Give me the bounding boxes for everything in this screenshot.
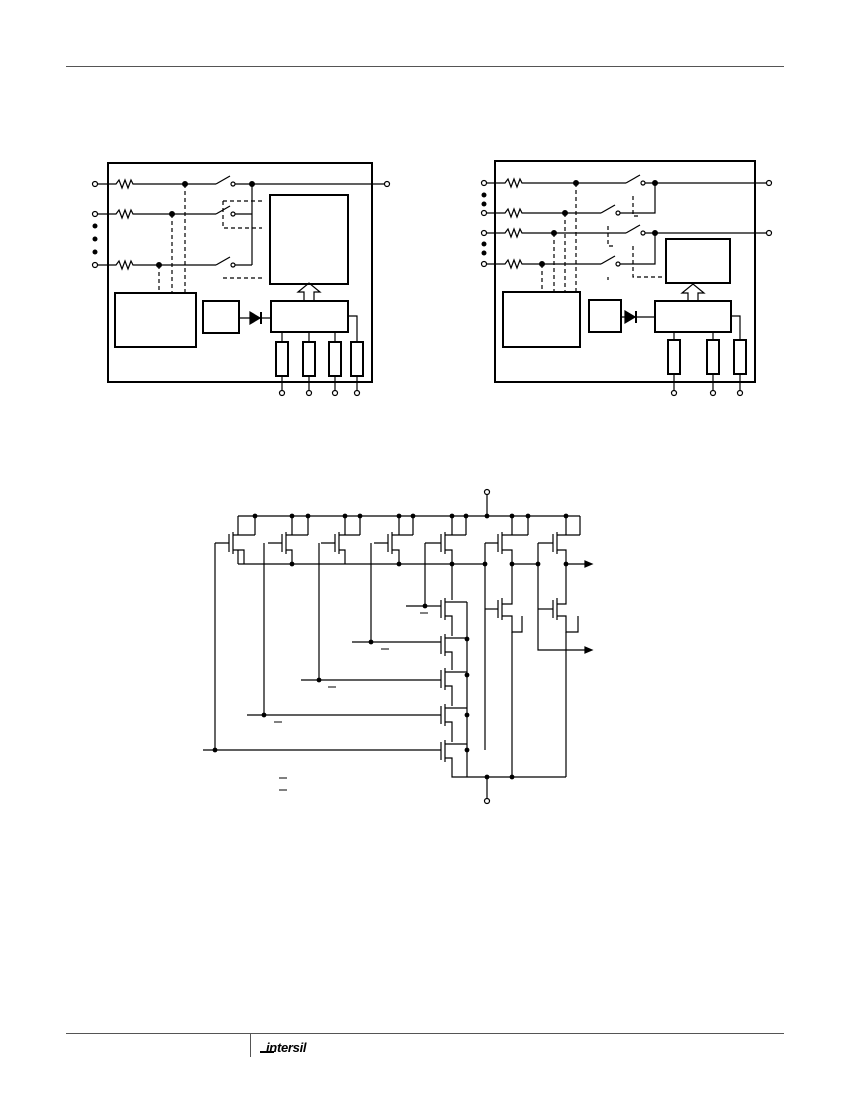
reference-box xyxy=(588,299,622,333)
right-bottom-pins xyxy=(667,315,747,397)
nmos-stack xyxy=(203,564,470,791)
control-box xyxy=(270,300,349,333)
left-ellipsis-dots xyxy=(92,223,98,255)
output-inverters xyxy=(482,516,594,777)
diode-icon xyxy=(249,310,262,326)
reference-box xyxy=(202,300,240,334)
control-box xyxy=(654,300,732,333)
footer-rule xyxy=(66,1033,784,1034)
decoder-box xyxy=(114,292,197,348)
right-input-rows xyxy=(480,174,773,270)
left-control-lines xyxy=(158,184,262,293)
output-terminal xyxy=(383,180,391,188)
right-ellipsis-dots xyxy=(481,192,487,256)
output-arrow-icon xyxy=(584,560,594,568)
ground-terminal xyxy=(483,797,491,805)
up-arrow-icon xyxy=(680,283,706,301)
decoder-box xyxy=(502,291,581,348)
left-chip-outline xyxy=(107,162,373,383)
diode-icon xyxy=(624,309,637,325)
right-block-diagram xyxy=(480,160,773,397)
up-arrow-icon xyxy=(296,282,322,301)
right-control-lines xyxy=(541,183,665,292)
pmos-row xyxy=(214,516,485,750)
switch-contact xyxy=(215,175,231,185)
output-arrow-icon xyxy=(584,646,594,654)
cmos-schematic xyxy=(203,488,594,805)
input-resistor xyxy=(98,178,216,190)
logo-text: intersil xyxy=(266,1040,307,1055)
footer-divider xyxy=(250,1033,251,1057)
left-block-diagram xyxy=(91,162,391,397)
input-terminal xyxy=(91,180,99,188)
right-chip-outline xyxy=(494,160,756,383)
left-input-rows xyxy=(91,175,391,271)
register-box xyxy=(665,238,731,284)
header-rule xyxy=(66,66,784,67)
vdd-terminal xyxy=(483,488,491,496)
left-bottom-pins xyxy=(275,315,364,397)
intersil-logo: intersil xyxy=(260,1040,307,1055)
register-box xyxy=(269,194,349,285)
